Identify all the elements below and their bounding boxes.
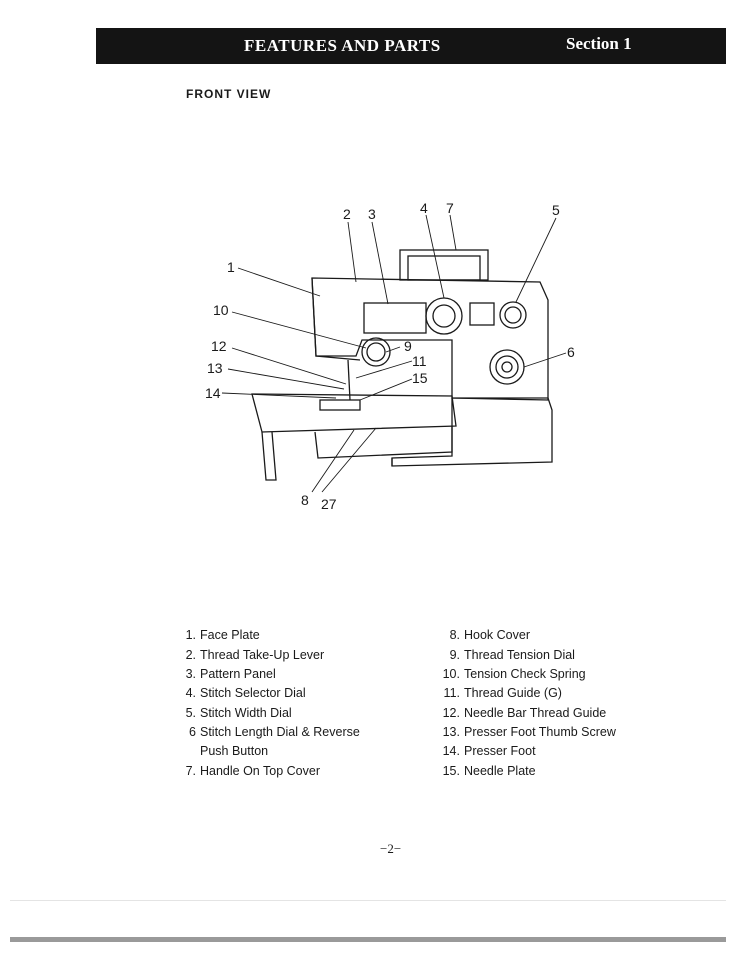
handle [399, 249, 489, 281]
callout-2: 2 [343, 206, 351, 222]
face-plate [311, 277, 361, 361]
page-number: −2− [380, 841, 402, 856]
page-title: FEATURES AND PARTS [244, 36, 441, 55]
pattern-panel [363, 302, 427, 334]
callout-10: 10 [213, 302, 229, 318]
hook-cover [314, 426, 453, 459]
callout-8: 8 [301, 492, 309, 508]
callout-9: 9 [404, 338, 412, 354]
callout-6: 6 [567, 344, 575, 360]
header-bar: FEATURES AND PARTS Section 1 [96, 28, 726, 64]
stitch-selector-dial [425, 297, 463, 335]
callout-11: 11 [412, 353, 427, 369]
pattern-panel-right [469, 302, 495, 326]
callout-4: 4 [420, 200, 428, 216]
extension-table [251, 393, 457, 433]
callout-5: 5 [552, 202, 560, 218]
machine-base [391, 397, 553, 467]
divider [10, 900, 726, 901]
callout-15: 15 [412, 370, 428, 386]
stitch-length-dial [489, 349, 525, 385]
handle-inner [407, 255, 481, 281]
callout-27: 27 [321, 496, 337, 512]
callouts: 1 2 3 4 7 5 10 12 13 14 9 11 15 6 8 27 [205, 200, 575, 512]
table-leg [261, 431, 277, 481]
callout-7: 7 [446, 200, 454, 216]
callout-1: 1 [227, 259, 235, 275]
callout-3: 3 [368, 206, 376, 222]
callout-13: 13 [207, 360, 223, 376]
footer-rule [10, 937, 726, 942]
callout-14: 14 [205, 385, 221, 401]
section-label: Section 1 [566, 34, 632, 53]
callout-12: 12 [211, 338, 227, 354]
machine-arm [311, 277, 549, 401]
view-label: FRONT VIEW [186, 87, 272, 101]
reverse-push-button [501, 361, 513, 373]
presser-foot [319, 399, 361, 411]
needle-bar [347, 359, 351, 401]
parts-list: 1. Face Plate 2. Thread Take-Up Lever 3.… [185, 628, 616, 778]
stitch-width-dial [499, 301, 527, 329]
thread-tension-dial [361, 337, 391, 367]
